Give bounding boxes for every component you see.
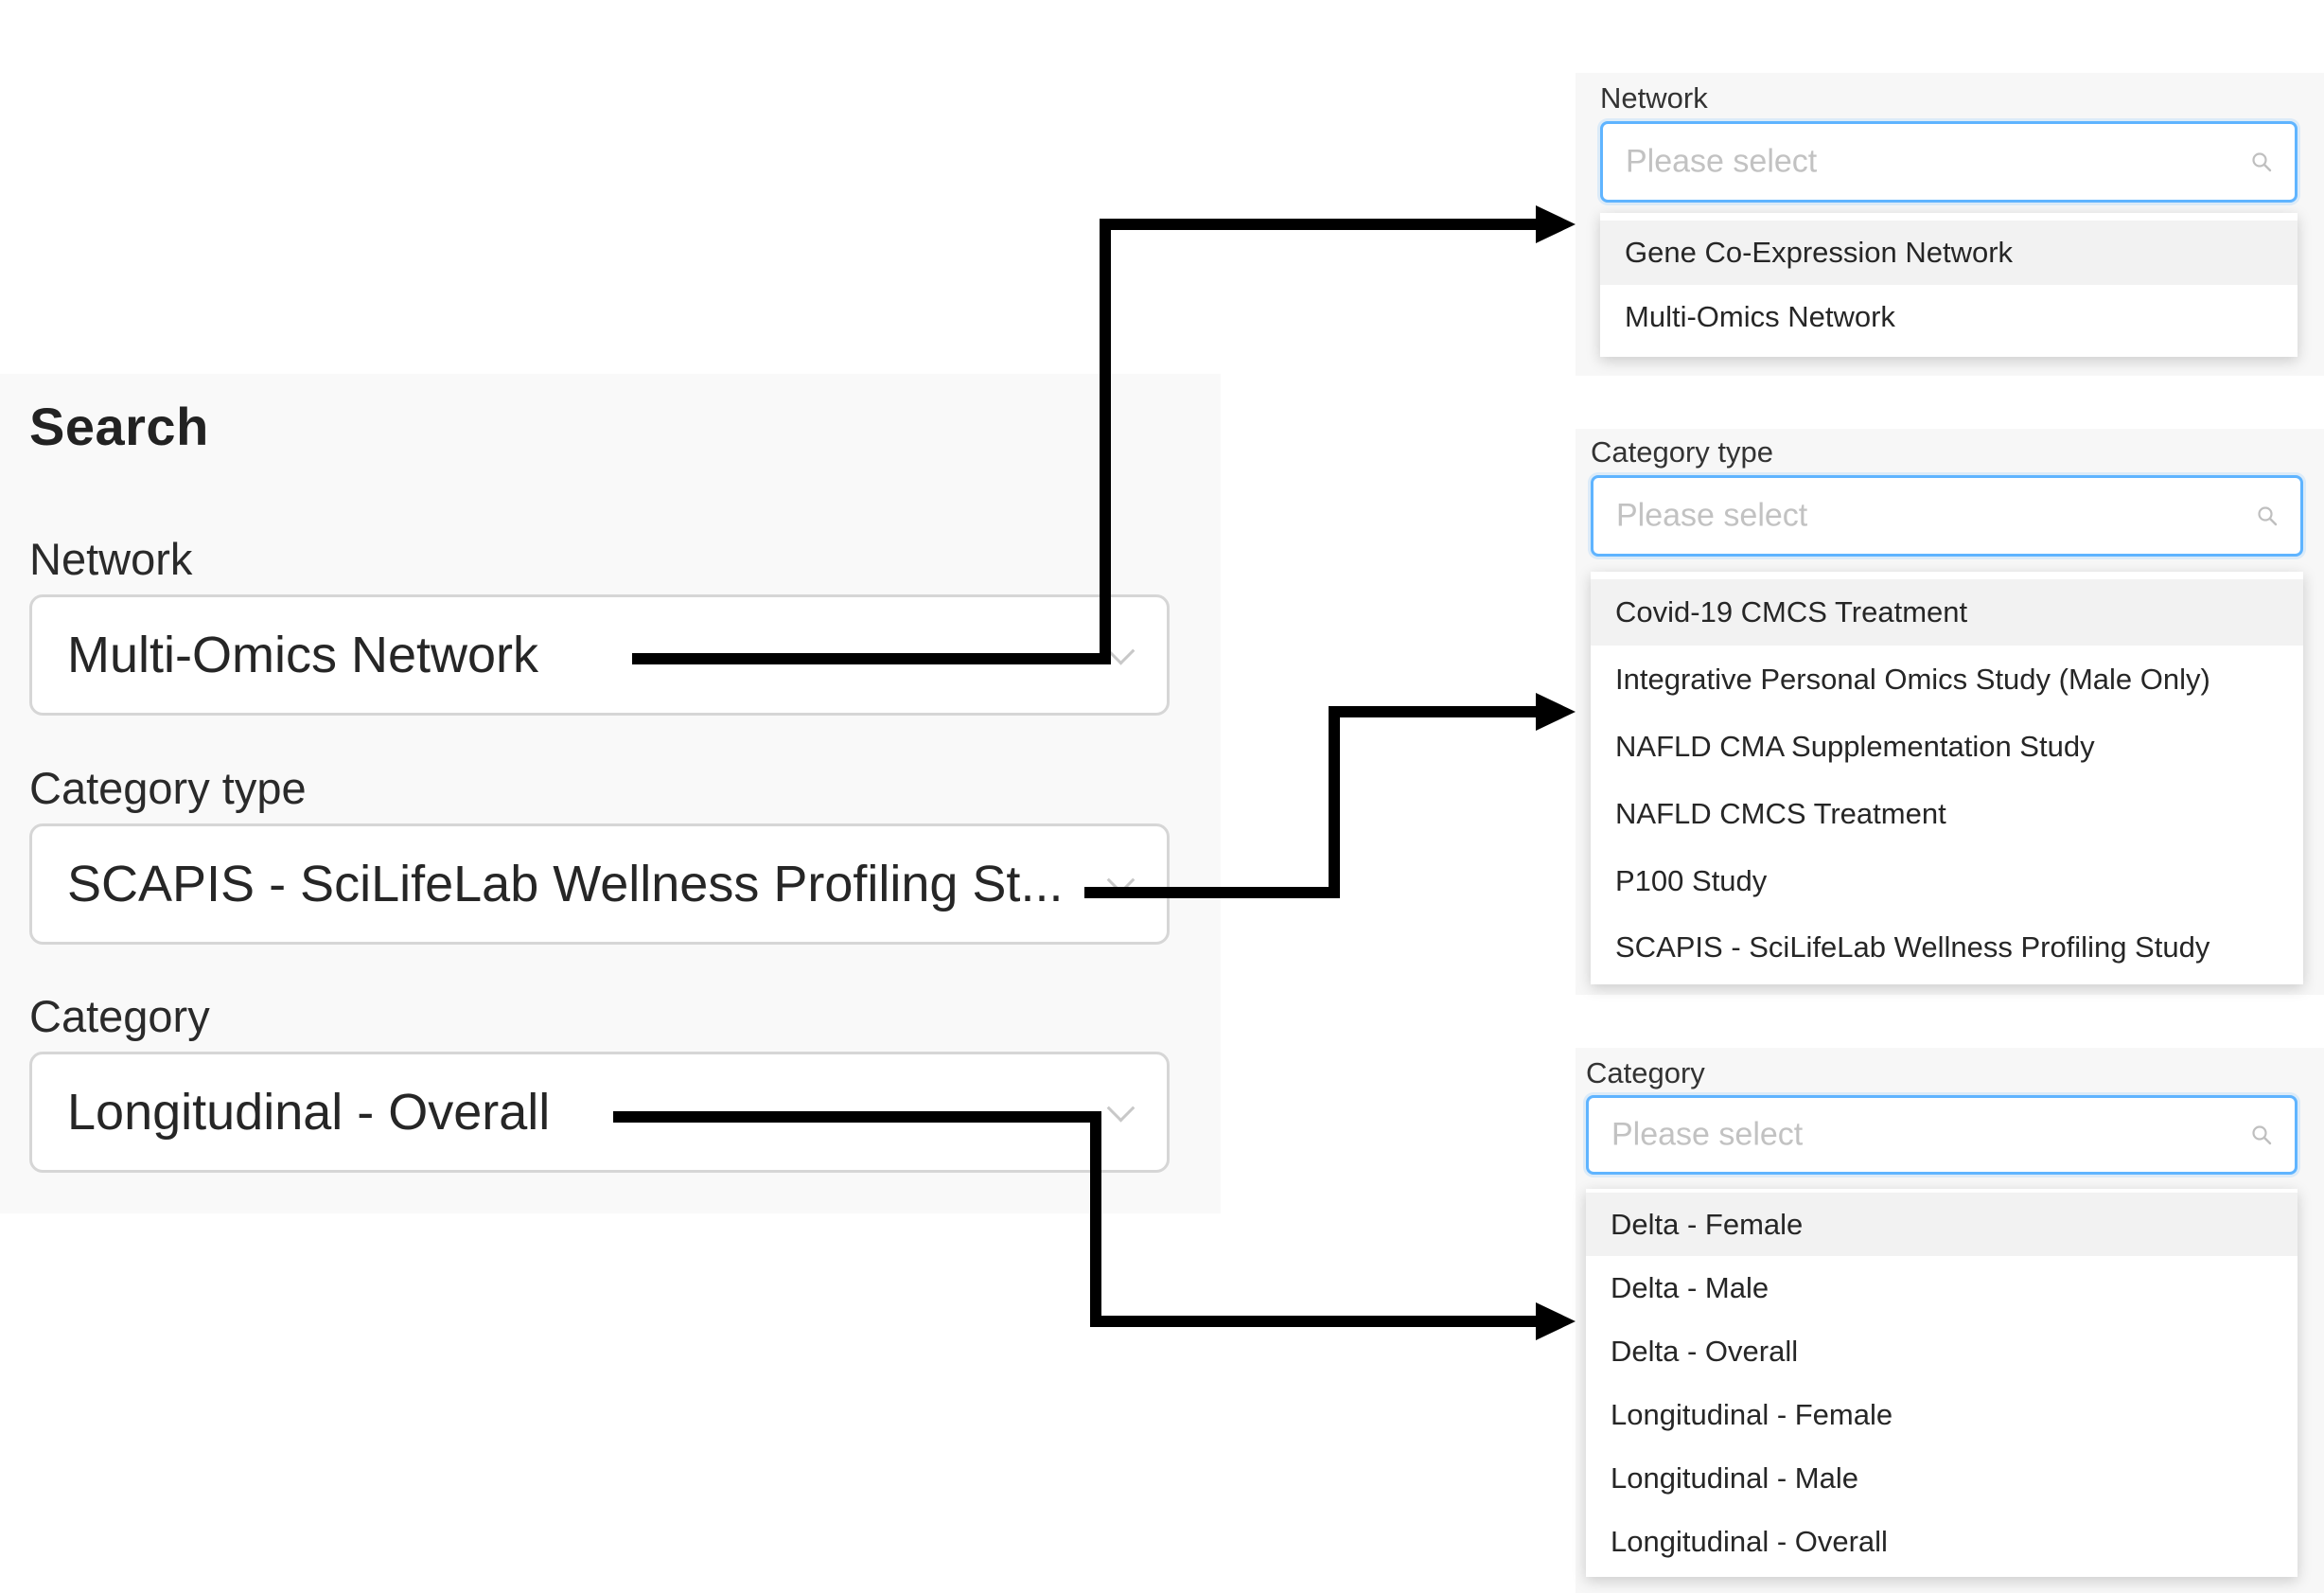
category-type-select[interactable]: SCAPIS - SciLifeLab Wellness Profiling S… xyxy=(29,823,1170,945)
category-option[interactable]: Longitudinal - Overall xyxy=(1611,1524,1888,1558)
arrow-right-icon xyxy=(613,1111,1576,1340)
network-option[interactable]: Multi-Omics Network xyxy=(1625,300,1895,333)
category-type-search-input[interactable]: Please select xyxy=(1591,475,2303,557)
category-option[interactable]: Longitudinal - Male xyxy=(1611,1460,1858,1495)
network-label: Network xyxy=(29,534,193,584)
search-icon xyxy=(2252,1125,2272,1145)
category-type-option[interactable]: NAFLD CMCS Treatment xyxy=(1615,796,1946,830)
category-option[interactable]: Delta - Female xyxy=(1586,1193,2298,1256)
category-dropdown-label: Category xyxy=(1586,1056,1705,1089)
search-title: Search xyxy=(29,397,209,456)
network-selected-value: Multi-Omics Network xyxy=(67,627,539,683)
network-dropdown-label: Network xyxy=(1600,81,1708,115)
category-type-option[interactable]: P100 Study xyxy=(1615,863,1768,897)
network-options-list: Gene Co-Expression Network Multi-Omics N… xyxy=(1600,213,2298,357)
search-icon xyxy=(2258,506,2278,526)
category-type-option[interactable]: Integrative Personal Omics Study (Male O… xyxy=(1615,662,2210,696)
category-type-option[interactable]: SCAPIS - SciLifeLab Wellness Profiling S… xyxy=(1615,930,2210,964)
category-selected-value: Longitudinal - Overall xyxy=(67,1084,551,1141)
category-type-search-placeholder: Please select xyxy=(1616,497,1808,534)
network-search-placeholder: Please select xyxy=(1626,143,1818,180)
category-option[interactable]: Delta - Male xyxy=(1611,1270,1769,1304)
category-search-input[interactable]: Please select xyxy=(1586,1095,2298,1175)
category-type-dropdown-label: Category type xyxy=(1591,435,1773,469)
category-option[interactable]: Longitudinal - Female xyxy=(1611,1397,1893,1431)
category-type-label: Category type xyxy=(29,763,307,813)
category-label: Category xyxy=(29,991,210,1041)
category-type-option[interactable]: NAFLD CMA Supplementation Study xyxy=(1615,729,2095,763)
category-search-placeholder: Please select xyxy=(1611,1116,1804,1153)
category-type-selected-value: SCAPIS - SciLifeLab Wellness Profiling S… xyxy=(67,856,1064,912)
category-option[interactable]: Delta - Overall xyxy=(1611,1334,1799,1368)
category-type-options-list: Covid-19 CMCS Treatment Integrative Pers… xyxy=(1591,572,2303,984)
arrow-right-icon xyxy=(1084,693,1576,898)
search-icon xyxy=(2252,152,2272,172)
arrow-right-icon xyxy=(632,205,1576,664)
category-type-option[interactable]: Covid-19 CMCS Treatment xyxy=(1591,579,2303,646)
network-search-input[interactable]: Please select xyxy=(1600,121,2298,203)
network-option[interactable]: Gene Co-Expression Network xyxy=(1600,221,2298,285)
category-options-list: Delta - Female Delta - Male Delta - Over… xyxy=(1586,1189,2298,1577)
